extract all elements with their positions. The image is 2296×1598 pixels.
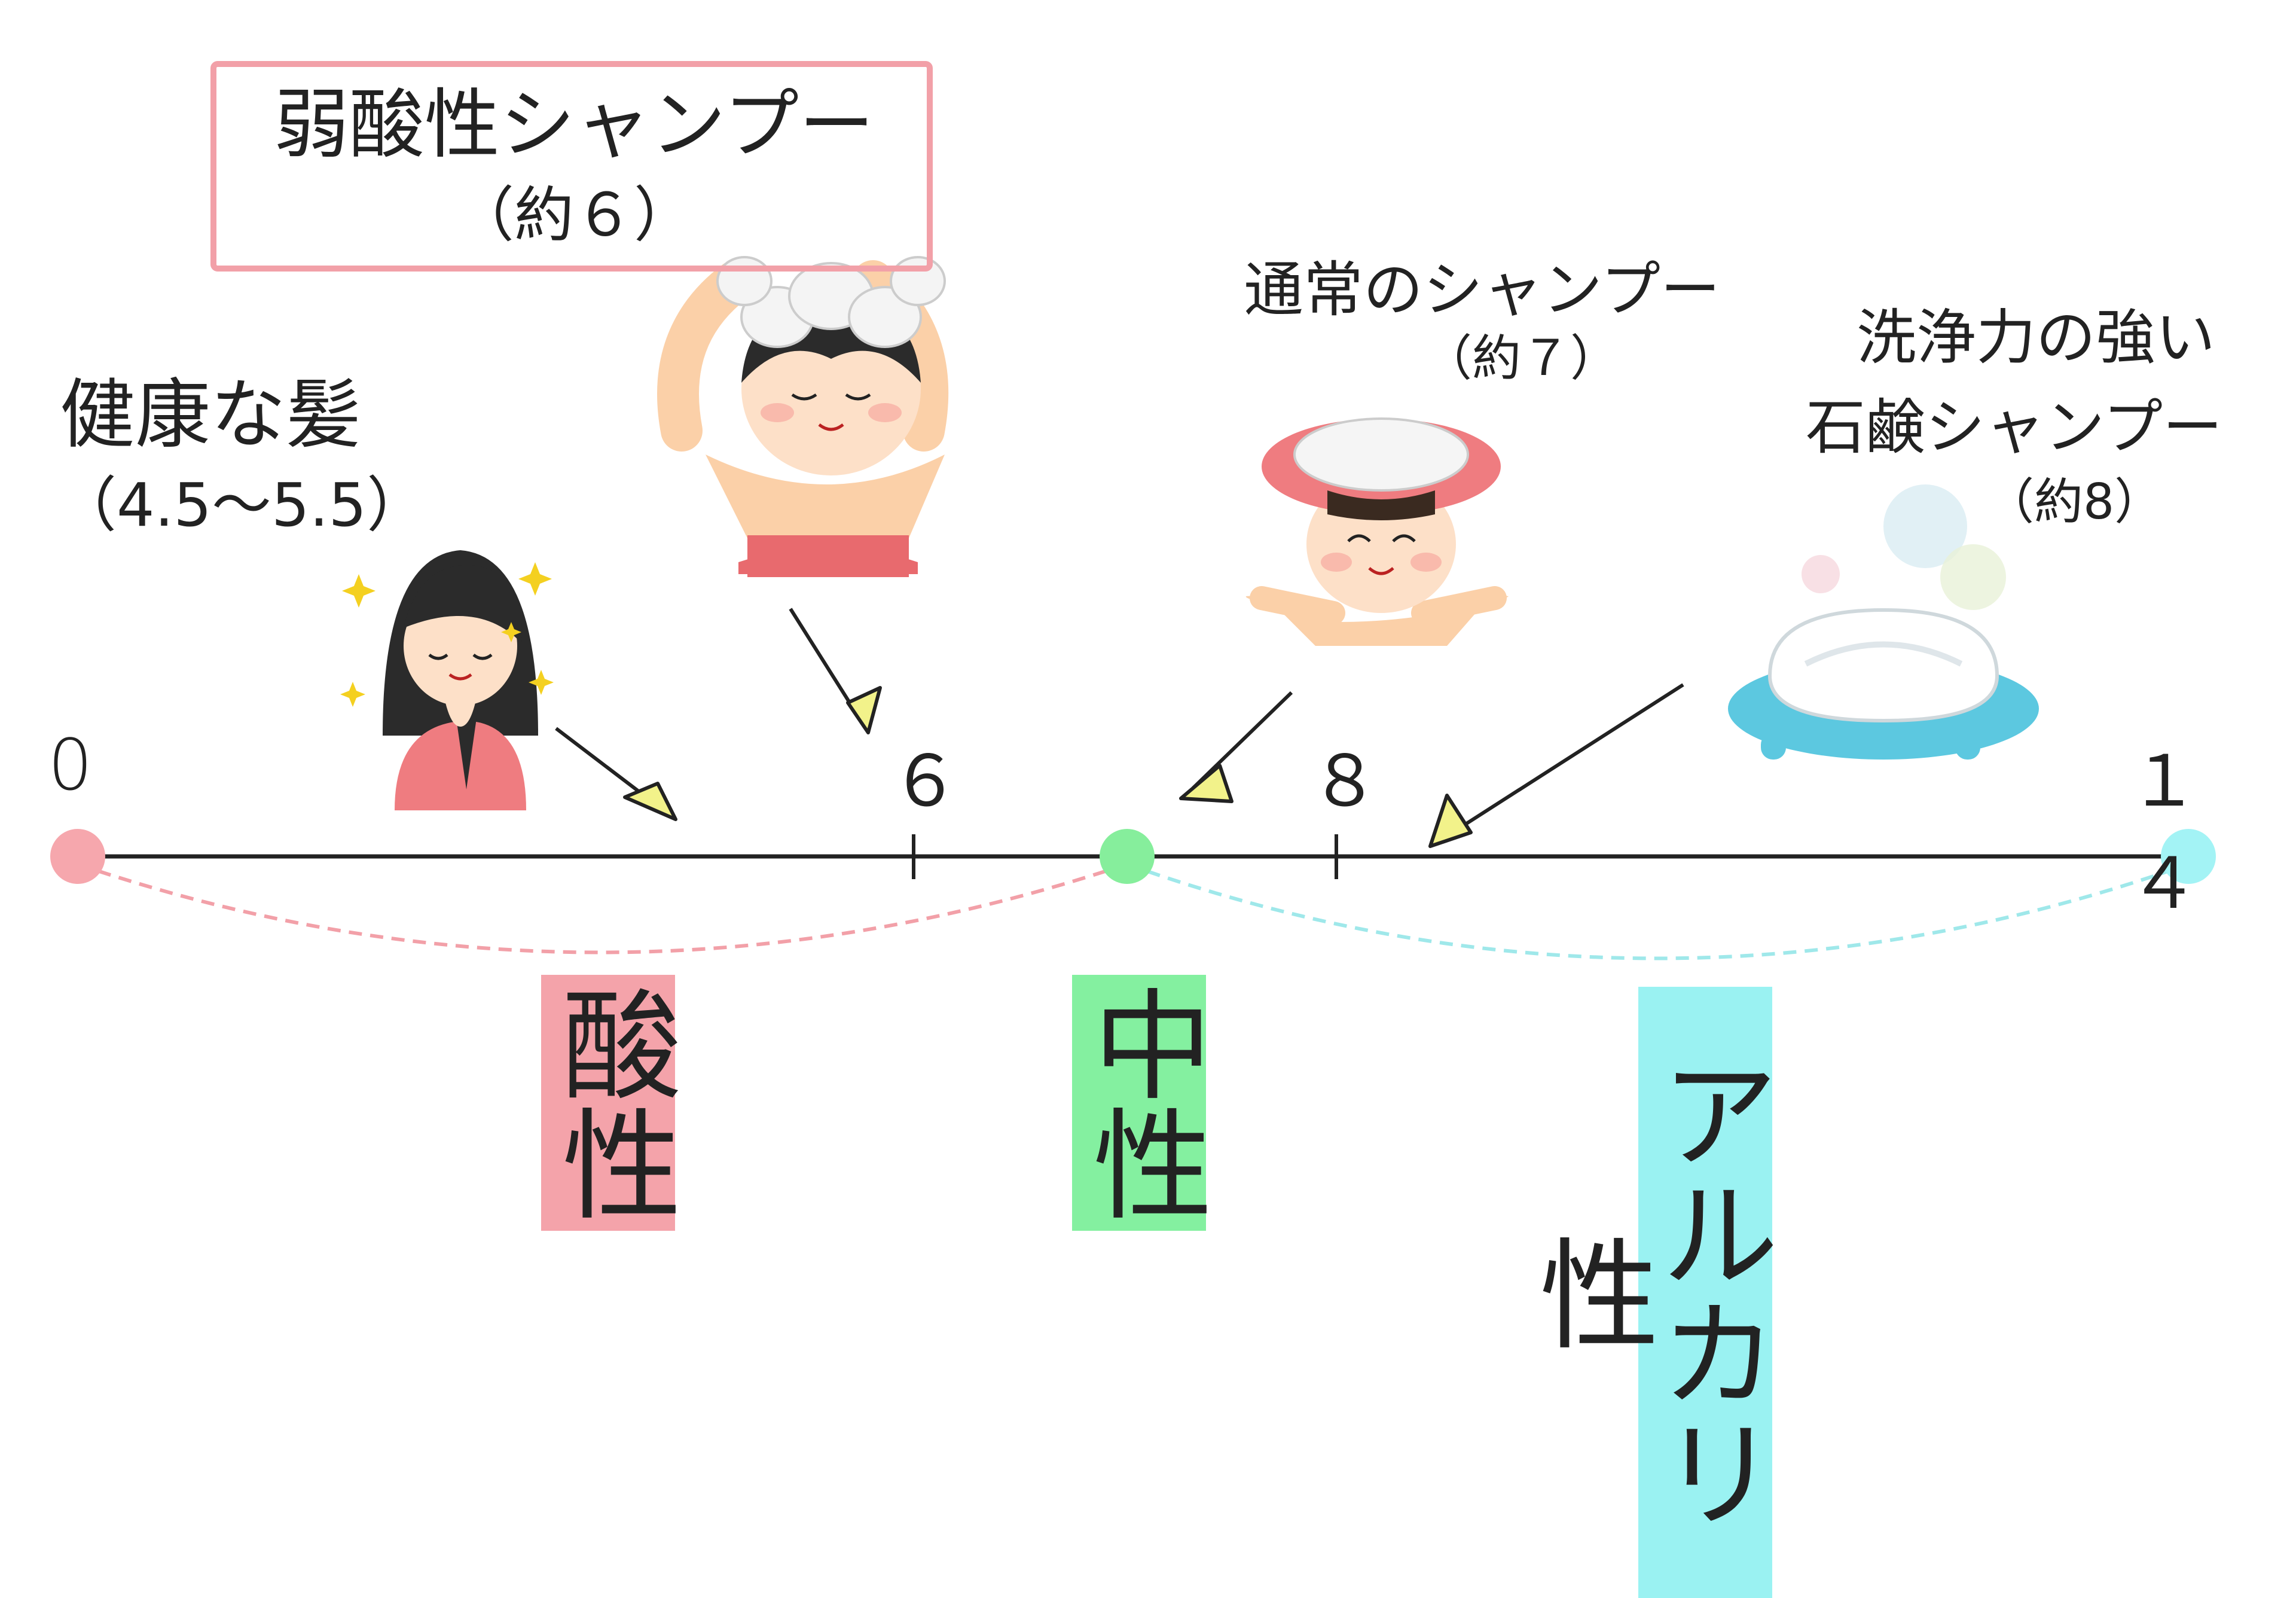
healthy-hair-value: （4.5〜5.5）	[57, 470, 427, 540]
soap-shampoo-value: （約8）	[1985, 474, 2164, 530]
normal-shampoo-title: 通常のシャンプー	[1244, 255, 1720, 325]
soap-bar-illustration	[1728, 484, 2039, 760]
neutral-region-label: 中性	[1072, 975, 1211, 1231]
washing-hair-person-illustration	[657, 256, 949, 577]
acid-region-label: 酸性	[541, 975, 680, 1231]
alkaline-region-label: アルカリ性	[1519, 987, 1778, 1598]
weak-acid-shampoo-value: （約６）	[454, 180, 694, 250]
soap-shampoo-title-line1: 洗浄力の強い	[1857, 303, 2215, 373]
healthy-hair-title: 健康な髪	[60, 371, 361, 459]
shampoo-hat-child-illustration	[1245, 417, 1509, 646]
pointer-weak-acid-shampoo	[789, 608, 882, 734]
soap-shampoo-title-line2: 石鹸シャンプー	[1806, 392, 2222, 462]
tick-label-8: ８	[1309, 740, 1399, 822]
tick-label-6: ６	[890, 740, 979, 822]
scale-min-label: 0	[48, 724, 111, 806]
pointer-normal-shampoo	[1179, 691, 1293, 803]
weak-acid-shampoo-title: 弱酸性シャンプー	[273, 81, 875, 169]
scale-max-label: １４	[2129, 740, 2218, 925]
weak-acid-shampoo-frame	[210, 61, 933, 272]
normal-shampoo-value: （約７）	[1423, 330, 1620, 387]
alkaline-end-dot	[2161, 829, 2216, 884]
healthy-hair-girl-illustration	[340, 550, 554, 810]
acid-range-arc	[77, 862, 1128, 954]
pointer-soap-shampoo	[1428, 683, 1684, 848]
neutral-dot	[1100, 829, 1155, 884]
pointer-healthy-hair	[555, 727, 677, 821]
acid-end-dot	[50, 829, 105, 884]
alkaline-range-arc	[1126, 862, 2190, 960]
